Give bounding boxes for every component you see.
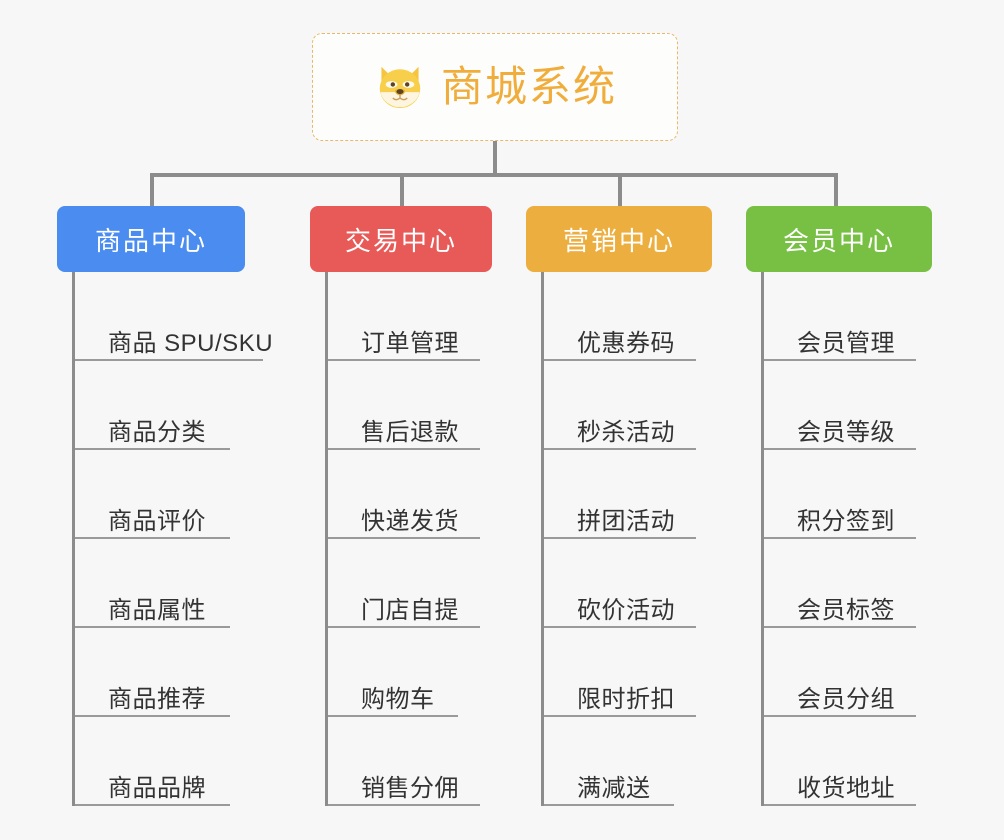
leaf-label: 优惠券码 — [577, 330, 675, 358]
list-item[interactable]: 商品 SPU/SKU — [75, 272, 273, 361]
connector-drop-3 — [618, 173, 622, 206]
root-title: 商城系统 — [440, 63, 617, 110]
list-item[interactable]: 会员标签 — [764, 539, 932, 628]
leaf-label: 商品评价 — [108, 508, 206, 536]
list-item[interactable]: 会员分组 — [764, 628, 932, 717]
leaf-label: 积分签到 — [797, 508, 895, 536]
leaf-rule — [764, 537, 916, 539]
leaf-label: 购物车 — [361, 686, 435, 714]
leaf-label: 商品分类 — [108, 419, 206, 447]
leaf-label: 会员分组 — [797, 686, 895, 714]
leaf-rule — [328, 626, 480, 628]
leaf-list-product: 商品 SPU/SKU 商品分类 商品评价 商品属性 商品推荐 商品品牌 — [72, 272, 273, 806]
leaf-label: 商品属性 — [108, 597, 206, 625]
leaf-label: 订单管理 — [361, 330, 459, 358]
leaf-rule — [764, 804, 916, 806]
list-item[interactable]: 拼团活动 — [544, 450, 712, 539]
leaf-label: 售后退款 — [361, 419, 459, 447]
leaf-rule — [764, 626, 916, 628]
leaf-label: 商品 SPU/SKU — [108, 330, 274, 358]
leaf-label: 满减送 — [577, 775, 651, 803]
leaf-rule — [544, 359, 696, 361]
leaf-label: 快递发货 — [361, 508, 459, 536]
list-item[interactable]: 砍价活动 — [544, 539, 712, 628]
list-item[interactable]: 商品分类 — [75, 361, 245, 450]
leaf-list-marketing: 优惠券码 秒杀活动 拼团活动 砍价活动 限时折扣 满减送 — [541, 272, 712, 806]
connector-drop-4 — [834, 173, 838, 206]
leaf-rule — [764, 359, 916, 361]
connector-drop-1 — [150, 173, 154, 206]
leaf-label: 收货地址 — [797, 775, 895, 803]
shiba-dog-face-icon — [379, 66, 421, 109]
leaf-list-trade: 订单管理 售后退款 快递发货 门店自提 购物车 销售分佣 — [325, 272, 492, 806]
list-item[interactable]: 商品推荐 — [75, 628, 245, 717]
list-item[interactable]: 购物车 — [328, 628, 492, 717]
category-column-product: 商品中心 商品 SPU/SKU 商品分类 商品评价 商品属性 商品推荐 — [57, 206, 273, 806]
leaf-label: 销售分佣 — [361, 775, 459, 803]
leaf-rule — [544, 626, 696, 628]
list-item[interactable]: 订单管理 — [328, 272, 492, 361]
leaf-rule — [328, 448, 480, 450]
connector-drop-2 — [400, 173, 404, 206]
leaf-label: 商品品牌 — [108, 775, 206, 803]
category-label: 商品中心 — [94, 225, 207, 256]
leaf-label: 会员等级 — [797, 419, 895, 447]
leaf-rule — [75, 537, 230, 539]
leaf-list-member: 会员管理 会员等级 积分签到 会员标签 会员分组 收货地址 — [761, 272, 932, 806]
leaf-rule — [764, 448, 916, 450]
list-item[interactable]: 售后退款 — [328, 361, 492, 450]
leaf-rule — [764, 715, 916, 717]
list-item[interactable]: 销售分佣 — [328, 717, 492, 806]
leaf-label: 商品推荐 — [108, 686, 206, 714]
list-item[interactable]: 收货地址 — [764, 717, 932, 806]
list-item[interactable]: 满减送 — [544, 717, 712, 806]
category-column-member: 会员中心 会员管理 会员等级 积分签到 会员标签 会员分组 — [746, 206, 932, 806]
category-column-marketing: 营销中心 优惠券码 秒杀活动 拼团活动 砍价活动 限时折扣 — [526, 206, 712, 806]
list-item[interactable]: 门店自提 — [328, 539, 492, 628]
leaf-rule — [328, 715, 458, 717]
leaf-rule — [75, 626, 230, 628]
list-item[interactable]: 商品属性 — [75, 539, 245, 628]
category-column-trade: 交易中心 订单管理 售后退款 快递发货 门店自提 购物车 — [310, 206, 492, 806]
leaf-label: 拼团活动 — [577, 508, 675, 536]
leaf-rule — [75, 448, 230, 450]
category-label: 交易中心 — [344, 225, 457, 256]
leaf-label: 限时折扣 — [577, 686, 675, 714]
leaf-rule — [544, 448, 696, 450]
list-item[interactable]: 商品评价 — [75, 450, 245, 539]
leaf-label: 会员标签 — [797, 597, 895, 625]
root-node-mall-system[interactable]: 商城系统 — [312, 33, 678, 141]
list-item[interactable]: 秒杀活动 — [544, 361, 712, 450]
category-box-marketing[interactable]: 营销中心 — [526, 206, 712, 272]
category-box-trade[interactable]: 交易中心 — [310, 206, 492, 272]
leaf-label: 秒杀活动 — [577, 419, 675, 447]
list-item[interactable]: 优惠券码 — [544, 272, 712, 361]
leaf-rule — [544, 804, 674, 806]
list-item[interactable]: 积分签到 — [764, 450, 932, 539]
leaf-rule — [544, 715, 696, 717]
category-box-member[interactable]: 会员中心 — [746, 206, 932, 272]
leaf-rule — [328, 537, 480, 539]
leaf-label: 门店自提 — [361, 597, 459, 625]
list-item[interactable]: 限时折扣 — [544, 628, 712, 717]
leaf-label: 砍价活动 — [577, 597, 675, 625]
leaf-rule — [544, 537, 696, 539]
list-item[interactable]: 商品品牌 — [75, 717, 245, 806]
leaf-rule — [328, 359, 480, 361]
leaf-rule — [75, 359, 263, 361]
category-label: 会员中心 — [782, 225, 895, 256]
category-label: 营销中心 — [562, 225, 675, 256]
connector-root-stem — [493, 141, 497, 177]
list-item[interactable]: 会员等级 — [764, 361, 932, 450]
leaf-rule — [328, 804, 480, 806]
leaf-rule — [75, 804, 230, 806]
leaf-label: 会员管理 — [797, 330, 895, 358]
leaf-rule — [75, 715, 230, 717]
connector-horizontal-bar — [150, 173, 838, 177]
list-item[interactable]: 快递发货 — [328, 450, 492, 539]
list-item[interactable]: 会员管理 — [764, 272, 932, 361]
category-box-product[interactable]: 商品中心 — [57, 206, 245, 272]
